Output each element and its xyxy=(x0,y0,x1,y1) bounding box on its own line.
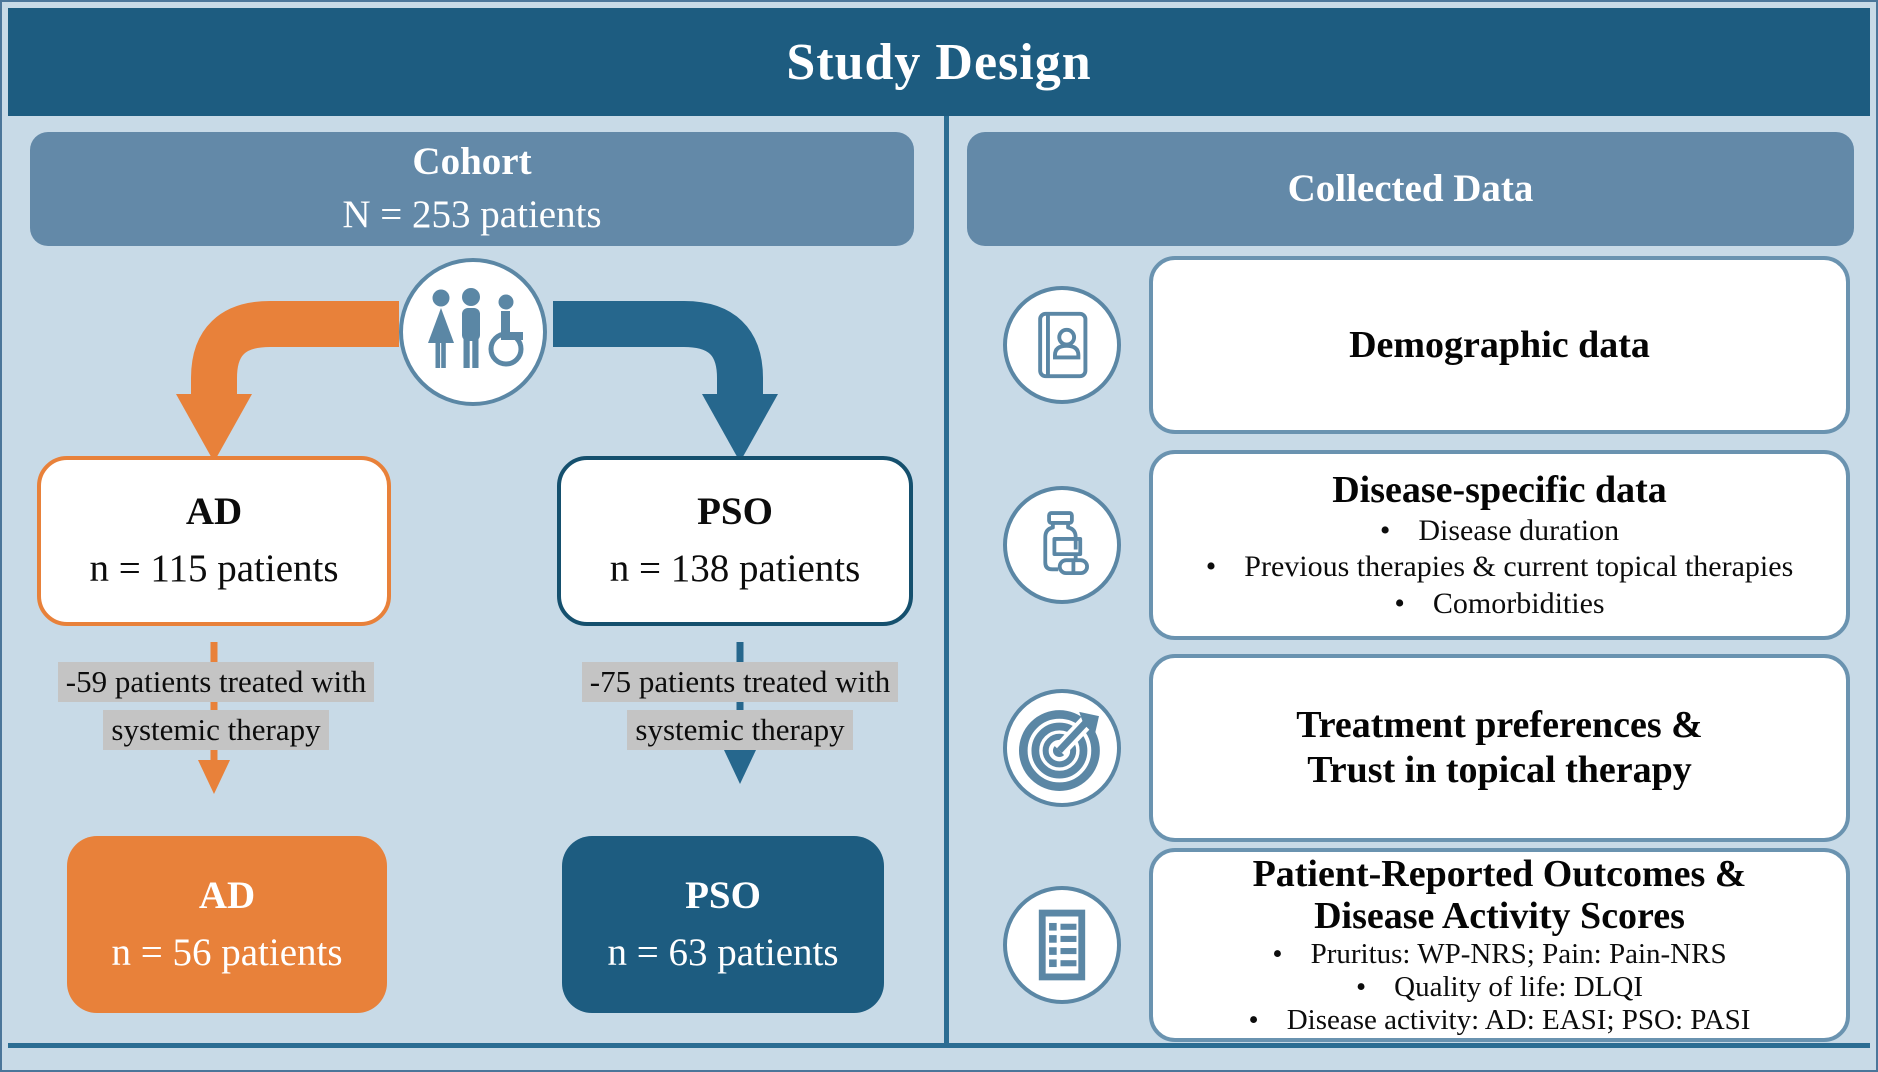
bullet-text: Quality of life: DLQI xyxy=(1394,971,1643,1004)
treatment-preferences-title-line2: Trust in topical therapy xyxy=(1307,749,1692,791)
demographic-row: Demographic data xyxy=(949,256,1870,434)
bullet-text: Comorbidities xyxy=(1432,586,1605,620)
bullet-icon: • xyxy=(1248,1004,1259,1037)
bullet-icon: • xyxy=(1272,937,1283,970)
checklist-icon xyxy=(1038,909,1086,981)
outcomes-bullet: • Quality of life: DLQI xyxy=(1356,971,1643,1004)
cohort-panel: Cohort N = 253 patients xyxy=(8,116,944,1038)
demographic-card-title: Demographic data xyxy=(1349,323,1650,366)
pso-final-label: PSO xyxy=(685,873,761,917)
disease-data-bullet: • Previous therapies & current topical th… xyxy=(1206,549,1794,586)
panel-divider xyxy=(944,116,949,1043)
cohort-header: Cohort N = 253 patients xyxy=(30,132,914,246)
pso-exclusion-line2: systemic therapy xyxy=(627,710,853,750)
demographic-card: Demographic data xyxy=(1149,256,1850,434)
figure-body: Cohort N = 253 patients xyxy=(8,116,1870,1048)
ad-final-box: AD n = 56 patients xyxy=(67,836,387,1013)
pill-bottle-icon xyxy=(1043,511,1089,576)
disease-data-card-title: Disease-specific data xyxy=(1332,468,1667,511)
cohort-title: Cohort xyxy=(412,140,532,184)
disease-data-card: Disease-specific data •Disease duration … xyxy=(1149,450,1850,640)
disease-data-bullet: • Comorbidities xyxy=(1394,586,1604,623)
pso-label: PSO xyxy=(697,490,773,534)
outcomes-icon-badge xyxy=(1003,886,1121,1004)
bullet-text: Previous therapies & current topical the… xyxy=(1244,550,1794,584)
disease-data-row: Disease-specific data •Disease duration … xyxy=(949,450,1870,640)
disease-data-icon-badge xyxy=(1003,486,1121,604)
treatment-preferences-title-line1: Treatment preferences & xyxy=(1296,704,1703,747)
treatment-preferences-card: Treatment preferences & Trust in topical… xyxy=(1149,654,1850,842)
outcomes-title-line1: Patient-Reported Outcomes & xyxy=(1252,852,1747,895)
cohort-people-icon xyxy=(428,288,524,368)
bullet-text: Disease duration xyxy=(1418,513,1620,547)
ad-branch-arrow xyxy=(176,301,399,462)
ad-cohort-box: AD n = 115 patients xyxy=(37,456,391,626)
outcomes-row: Patient-Reported Outcomes & Disease Acti… xyxy=(949,848,1870,1042)
page-title: Study Design xyxy=(786,33,1092,91)
outcomes-card: Patient-Reported Outcomes & Disease Acti… xyxy=(1149,848,1850,1042)
ad-label: AD xyxy=(185,490,243,534)
outcomes-bullet: • Pruritus: WP-NRS; Pain: Pain-NRS xyxy=(1272,938,1726,971)
demographic-icon-badge xyxy=(1003,286,1121,404)
contact-book-icon xyxy=(1038,311,1088,379)
pso-exclusion-note: -75 patients treated with systemic thera… xyxy=(550,662,930,758)
ad-exclusion-note: -59 patients treated with systemic thera… xyxy=(26,662,406,758)
pso-count: n = 138 patients xyxy=(609,547,861,590)
bullet-icon: • xyxy=(1355,971,1367,1004)
ad-exclusion-line2: systemic therapy xyxy=(103,710,329,750)
collected-data-panel: Collected Data Demographic data xyxy=(949,116,1870,1042)
pso-branch-arrow xyxy=(553,301,778,462)
figure-header: Study Design xyxy=(8,8,1870,116)
bullet-text: Disease activity: AD: EASI; PSO: PASI xyxy=(1286,1004,1751,1037)
pso-final-count: n = 63 patients xyxy=(607,930,839,974)
bullet-icon: • xyxy=(1394,586,1405,620)
ad-final-count: n = 56 patients xyxy=(111,930,343,974)
disease-data-bullet: • Disease duration xyxy=(1380,513,1619,550)
pso-exclusion-line1: -75 patients treated with xyxy=(581,662,899,702)
ad-count: n = 115 patients xyxy=(89,547,339,590)
pso-final-box: PSO n = 63 patients xyxy=(562,836,884,1013)
outcomes-title-line2: Disease Activity Scores xyxy=(1314,895,1685,938)
target-icon xyxy=(1019,710,1100,791)
cohort-people-badge xyxy=(399,258,547,406)
treatment-preferences-row: Treatment preferences & Trust in topical… xyxy=(949,654,1870,842)
ad-exclusion-line1: -59 patients treated with xyxy=(57,662,375,702)
bullet-icon: • xyxy=(1379,513,1391,547)
pso-cohort-box: PSO n = 138 patients xyxy=(557,456,913,626)
outcomes-bullet: • Disease activity: AD: EASI; PSO: PASI xyxy=(1249,1004,1751,1037)
bullet-text: Pruritus: WP-NRS; Pain: Pain-NRS xyxy=(1310,937,1727,970)
bullet-icon: • xyxy=(1205,550,1217,584)
ad-final-label: AD xyxy=(198,873,256,917)
treatment-preferences-icon-badge xyxy=(1003,689,1121,807)
collected-data-header: Collected Data xyxy=(967,132,1854,246)
collected-data-title: Collected Data xyxy=(1287,166,1534,210)
cohort-count: N = 253 patients xyxy=(342,193,602,236)
